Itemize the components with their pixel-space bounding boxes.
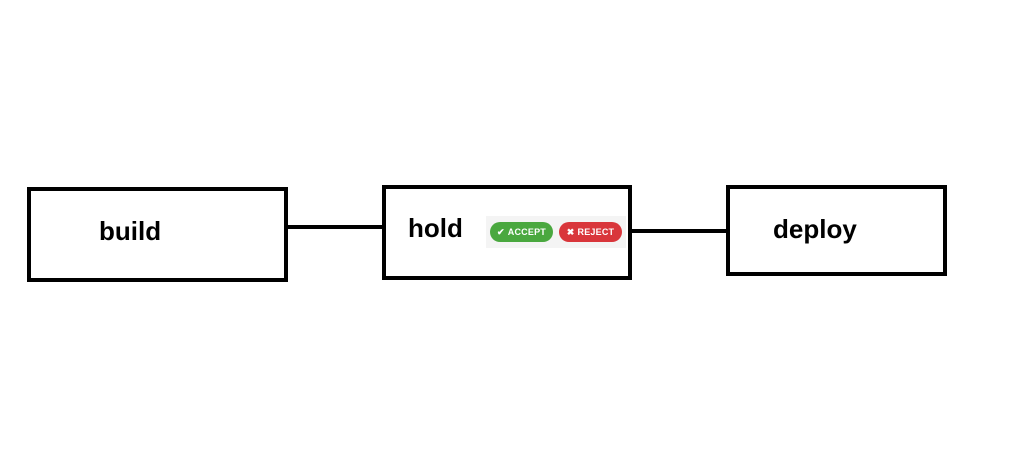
stage-hold: hold ✔ ACCEPT ✖ REJECT — [382, 185, 632, 280]
reject-button-label: REJECT — [577, 227, 615, 237]
stage-deploy-label: deploy — [773, 214, 857, 244]
accept-button-label: ACCEPT — [507, 227, 546, 237]
stage-build-label: build — [99, 216, 162, 246]
stage-hold-label: hold — [408, 213, 463, 243]
connector-hold-deploy — [630, 229, 730, 233]
stage-deploy: deploy — [726, 185, 947, 276]
reject-button[interactable]: ✖ REJECT — [559, 222, 622, 242]
check-icon: ✔ — [497, 226, 505, 237]
x-icon: ✖ — [566, 226, 575, 237]
stage-build: build — [27, 187, 288, 282]
connector-build-hold — [286, 225, 384, 229]
accept-button[interactable]: ✔ ACCEPT — [490, 222, 553, 242]
